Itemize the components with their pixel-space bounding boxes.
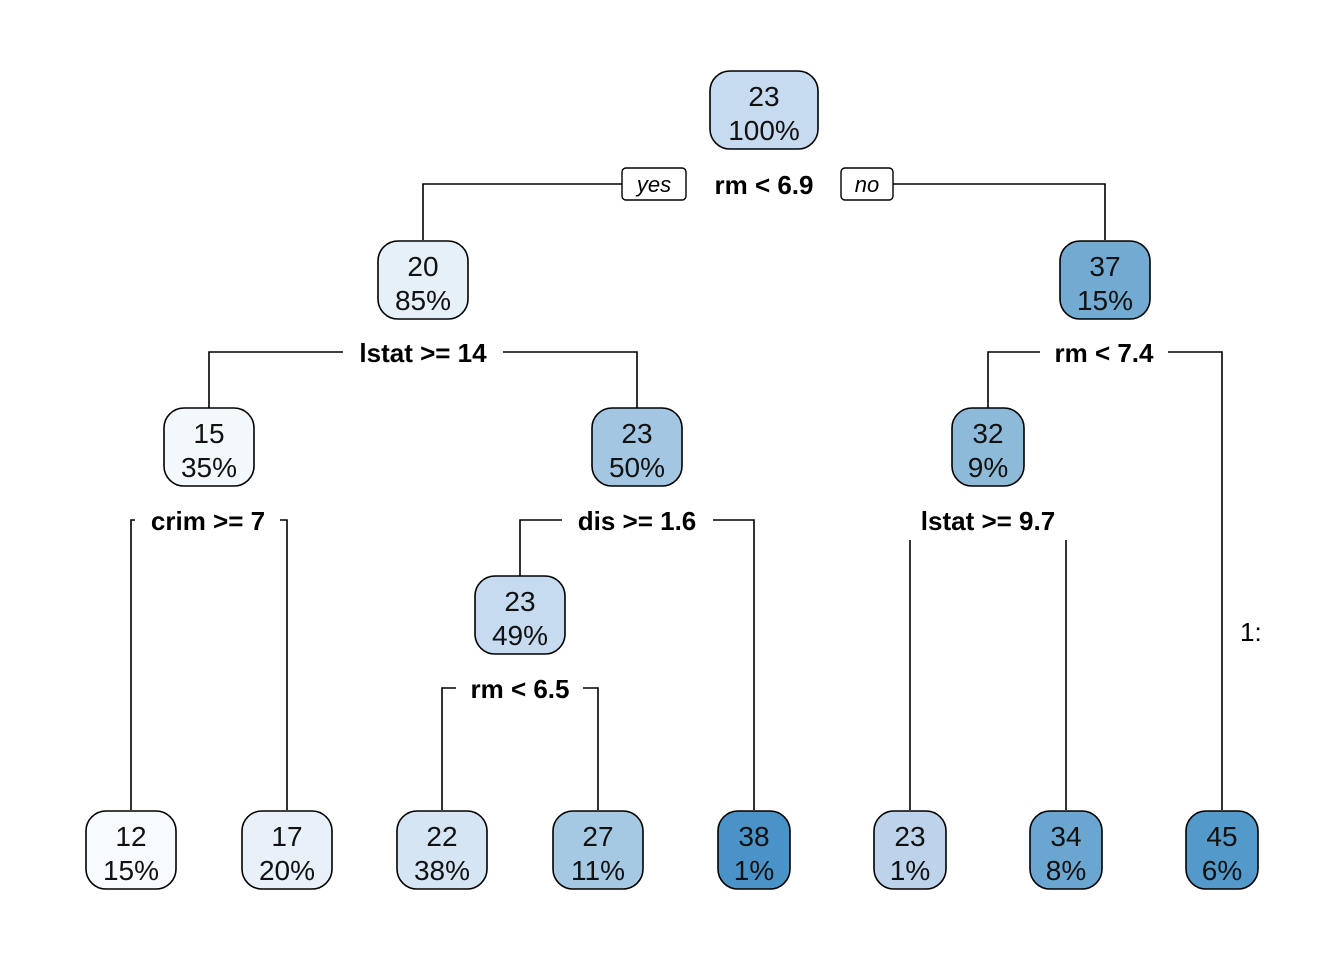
node-value: 23 [894,821,925,852]
split-lstat-hi: crim >= 7 [151,506,265,536]
yes-text: yes [635,172,671,197]
node-box [717,810,791,890]
node-value: 45 [1206,821,1237,852]
node-percent: 1% [890,855,930,886]
node-percent: 8% [1046,855,1086,886]
tree-node-leaf-5: 381% [717,810,791,890]
tree-node-rm-mid: 329% [951,407,1025,487]
tree-node-leaf-6: 231% [873,810,947,890]
node-box [1059,240,1151,320]
edge-root-left [422,183,625,240]
node-percent: 85% [395,285,451,316]
node-percent: 9% [968,452,1008,483]
node-value: 15 [193,418,224,449]
node-box [873,810,947,890]
node-value: 23 [504,586,535,617]
node-value: 22 [426,821,457,852]
tree-nodes: 23100%2085%3715%1535%2350%329%2349%1215%… [85,70,1259,890]
edge-rm65-a [441,687,456,810]
no-label: no [840,167,894,201]
split-lstat-lo: dis >= 1.6 [578,506,697,536]
node-percent: 50% [609,452,665,483]
edge-dis-a [519,519,562,576]
node-percent: 49% [492,620,548,651]
edge-right-a [987,351,1040,408]
node-box [552,810,644,890]
node-value: 23 [748,81,779,112]
edge-dis-b [713,519,755,810]
node-percent: 20% [259,855,315,886]
node-percent: 1% [734,855,774,886]
node-percent: 11% [571,855,625,886]
node-box [1185,810,1259,890]
node-value: 12 [115,821,146,852]
edge-crim-b [280,519,288,810]
edge-rm65-b [583,687,599,810]
node-value: 32 [972,418,1003,449]
node-value: 23 [621,418,652,449]
node-box [951,407,1025,487]
edge-left-a [208,351,343,408]
tree-node-leaf-7: 348% [1029,810,1103,890]
edge-right-b [1168,351,1223,810]
node-box [709,70,819,150]
node-value: 20 [407,251,438,282]
node-box [396,810,488,890]
edge-crim-a [130,519,135,810]
node-box [591,407,683,487]
split-right: rm < 7.4 [1054,338,1154,368]
edge-root-right [890,183,1106,240]
node-box [85,810,177,890]
node-value: 27 [582,821,613,852]
split-left: lstat >= 14 [359,338,487,368]
clipped-label: 1: [1240,617,1262,647]
node-value: 34 [1050,821,1081,852]
node-percent: 100% [728,115,800,146]
node-value: 38 [738,821,769,852]
node-box [377,240,469,320]
edge-left-b [503,351,638,408]
node-box [1029,810,1103,890]
split-rm-mid: lstat >= 9.7 [921,506,1055,536]
split-labels: rm < 6.9 lstat >= 14 rm < 7.4 crim >= 7 … [151,170,1154,704]
split-dis-hi: rm < 6.5 [470,674,569,704]
node-percent: 15% [103,855,159,886]
node-value: 37 [1089,251,1120,282]
tree-edges [130,183,1223,810]
no-text: no [855,172,879,197]
split-root: rm < 6.9 [714,170,813,200]
node-box [163,407,255,487]
node-percent: 6% [1202,855,1242,886]
node-percent: 35% [181,452,237,483]
node-box [241,810,333,890]
node-percent: 38% [414,855,470,886]
node-percent: 15% [1077,285,1133,316]
yes-label: yes [621,167,687,201]
node-box [474,575,566,655]
tree-node-leaf-8: 456% [1185,810,1259,890]
node-value: 17 [271,821,302,852]
